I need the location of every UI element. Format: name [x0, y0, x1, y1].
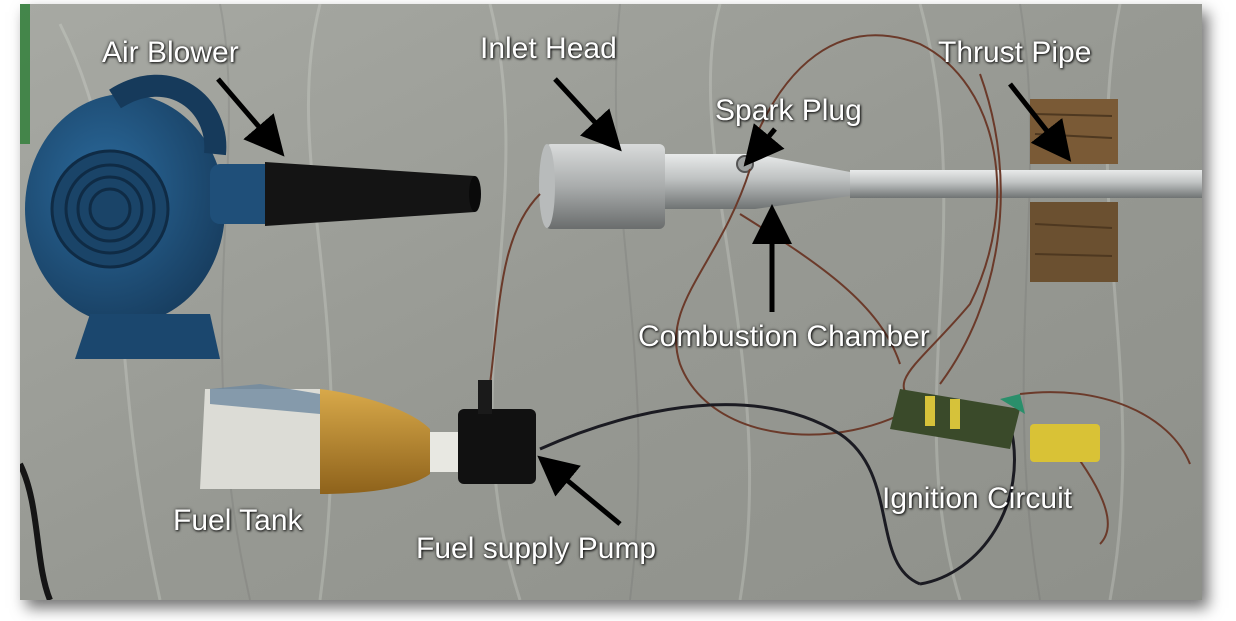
air-blower-device [25, 74, 481, 359]
fuel-supply-pump-device [458, 380, 536, 484]
floor-background [20, 4, 1202, 600]
floor-texture [58, 4, 1125, 600]
label-fuel-tank: Fuel Tank [173, 504, 303, 537]
green-edge [20, 4, 30, 144]
label-spark-plug: Spark Plug [715, 94, 862, 127]
arrow-layer [216, 77, 1072, 526]
thrust-pipe-part [850, 170, 1202, 198]
label-ignition-circuit: Ignition Circuit [882, 482, 1073, 515]
label-combustion-chamber: Combustion Chamber [638, 320, 930, 353]
scene-photo [20, 4, 1202, 600]
floor-veins [219, 4, 1041, 600]
arrow-fuel-supply-pump [537, 455, 622, 526]
dark-wires [539, 403, 1016, 586]
photo-frame: Air Blower Inlet Head Spark Plug Thrust … [20, 4, 1202, 600]
label-inlet-head: Inlet Head [480, 32, 617, 65]
label-thrust-pipe: Thrust Pipe [938, 36, 1092, 69]
arrow-air-blower [216, 77, 285, 157]
arrow-thrust-pipe [1008, 82, 1072, 162]
inlet-head-part [539, 144, 665, 229]
ignition-circuit-device [890, 389, 1100, 462]
power-cable [20, 462, 53, 600]
arrow-spark-plug [743, 123, 785, 167]
label-fuel-supply-pump: Fuel supply Pump [416, 532, 657, 565]
fuel-tank-bottle [200, 384, 458, 494]
label-air-blower: Air Blower [102, 36, 239, 69]
arrow-inlet-head [553, 77, 622, 152]
